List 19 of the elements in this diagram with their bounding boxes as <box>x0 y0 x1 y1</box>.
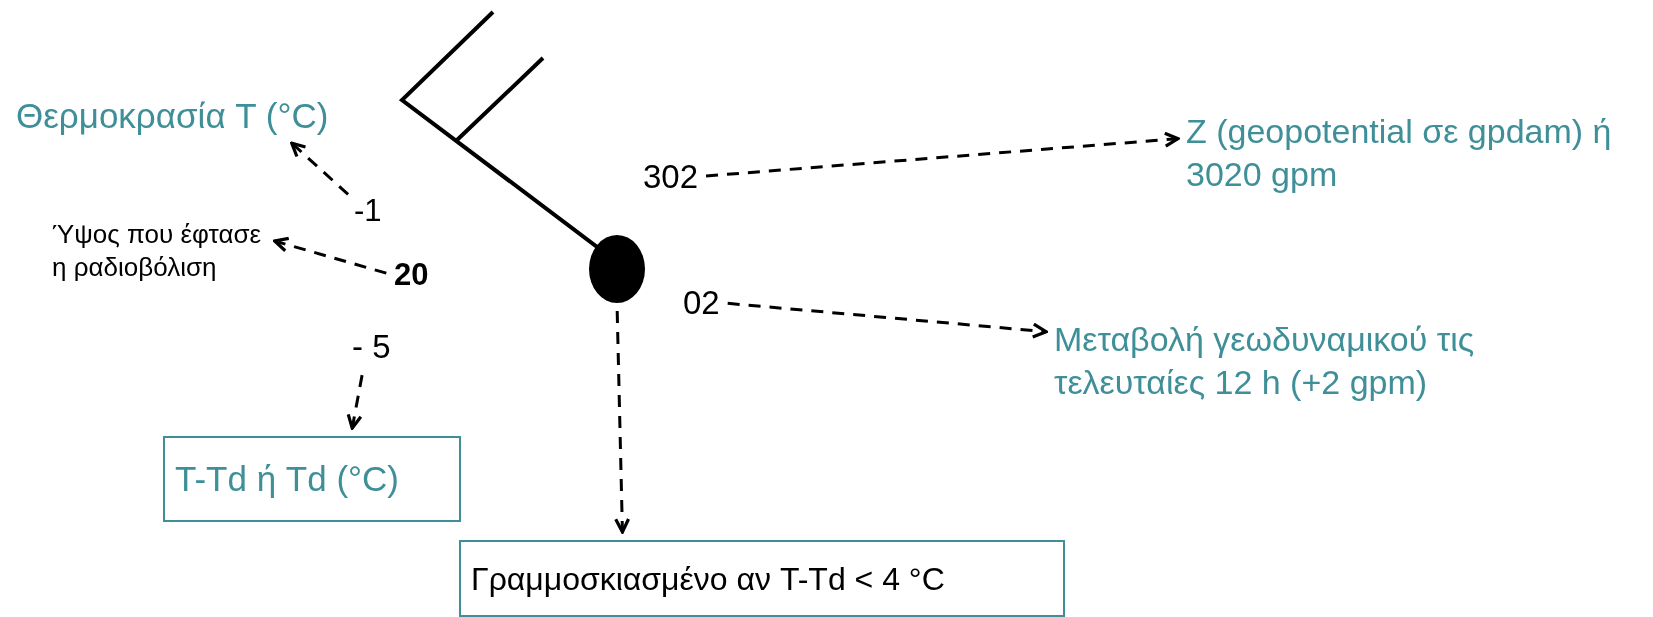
annotation-text: Μεταβολή γεωδυναμικού τις τελευταίες 12 h (+2 gpm) <box>1054 318 1554 403</box>
dashed-arrow <box>705 131 1180 178</box>
text-box <box>163 436 461 522</box>
dashed-arrow <box>346 374 364 430</box>
dashed-arrow <box>290 141 350 196</box>
box-label: T-Td ή Td (°C) <box>175 458 399 501</box>
annotation-text: Θερμοκρασία T (°C) <box>16 94 396 138</box>
annotation-text: 02 <box>683 282 720 324</box>
annotation-text: Ύψος που έφτασε η ραδιοβόλιση <box>52 218 267 283</box>
annotation-text: 20 <box>394 256 429 295</box>
dashed-arrow <box>727 301 1048 339</box>
annotation-text: Z (geopotential σε gpdam) ή 3020 gpm <box>1186 110 1648 195</box>
annotation-text: - 5 <box>352 326 391 368</box>
annotation-text: -1 <box>354 192 382 231</box>
box-label: Γραμμοσκιασμένο αν T-Td < 4 °C <box>471 559 945 599</box>
text-box <box>459 540 1065 617</box>
dashed-arrow <box>614 310 631 534</box>
annotation-text: 302 <box>643 156 699 198</box>
dashed-arrow <box>273 236 387 275</box>
